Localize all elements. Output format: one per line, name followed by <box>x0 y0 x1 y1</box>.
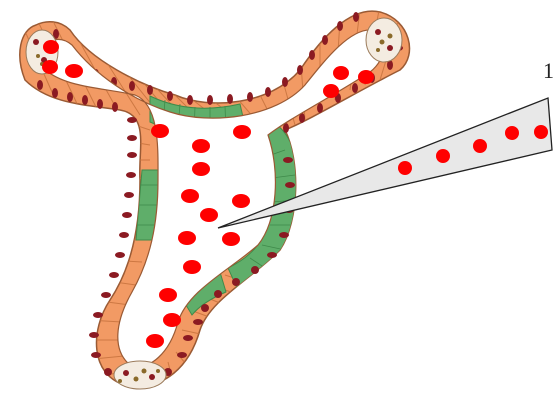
red-particle-icon <box>151 124 169 138</box>
red-particle-icon <box>181 189 199 203</box>
red-particle-icon <box>192 162 210 176</box>
red-particle-icon <box>233 125 251 139</box>
red-particle-icon <box>183 260 201 274</box>
corner-label: 1 <box>543 60 554 82</box>
red-particle-icon <box>200 208 218 222</box>
red-particle-icon <box>159 288 177 302</box>
red-particle-icon <box>534 125 548 139</box>
red-particle-icon <box>398 161 412 175</box>
red-particle-icon <box>358 70 374 84</box>
red-particle-icon <box>505 126 519 140</box>
red-particle-icon <box>222 232 240 246</box>
red-particle-icon <box>163 313 181 327</box>
red-particle-icon <box>232 194 250 208</box>
red-particle-icon <box>333 66 349 80</box>
red-particle-icon <box>42 60 58 74</box>
red-particle-icon <box>192 139 210 153</box>
red-particle-icon <box>43 40 59 54</box>
red-particle-icon <box>146 334 164 348</box>
red-particle-icon <box>436 149 450 163</box>
red-particle-icon <box>323 84 339 98</box>
red-particle-icon <box>65 64 83 78</box>
red-particle-icon <box>178 231 196 245</box>
red-particle-icon <box>473 139 487 153</box>
